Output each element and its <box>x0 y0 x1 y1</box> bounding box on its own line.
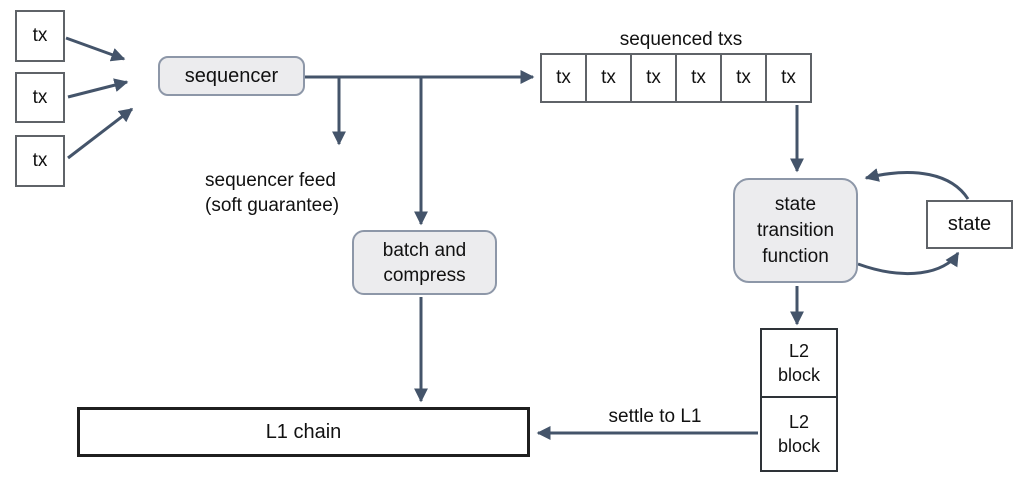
incoming-tx-box-3: tx <box>15 135 65 187</box>
l2-block-line1: L2 <box>788 412 810 432</box>
sequenced-tx-cell: tx <box>720 53 767 103</box>
tx-label: tx <box>32 86 48 108</box>
sequenced-tx-cell: tx <box>585 53 632 103</box>
batch-compress-line1: batch and <box>382 239 467 261</box>
l2-block-line2: block <box>777 365 821 385</box>
l1-chain-node: L1 chain <box>77 407 530 457</box>
l2-block-line1: L2 <box>788 341 810 361</box>
arrow-tx3-to-sequencer <box>67 107 134 160</box>
sequenced-tx-cell: tx <box>675 53 722 103</box>
state-label: state <box>947 213 992 235</box>
settle-to-l1-label: settle to L1 <box>608 406 702 427</box>
state-node: state <box>926 200 1013 249</box>
tx-label: tx <box>32 25 48 46</box>
batch-compress-node: batch and compress <box>352 230 497 295</box>
incoming-tx-box-1: tx <box>15 10 65 62</box>
stf-line3: function <box>762 245 829 267</box>
sequencer-feed-line1: sequencer feed <box>205 170 336 191</box>
l2-block-1: L2 block <box>760 328 838 398</box>
batch-compress-line2: compress <box>383 264 466 286</box>
sequenced-tx-cell: tx <box>765 53 812 103</box>
sequencer-label: sequencer <box>184 64 279 87</box>
stf-line2: transition <box>756 219 835 241</box>
l1-chain-label: L1 chain <box>265 420 342 443</box>
incoming-tx-box-2: tx <box>15 72 65 123</box>
sequenced-txs-title: sequenced txs <box>619 29 743 50</box>
arrow-stf-to-state-curve <box>857 251 960 276</box>
sequenced-tx-cell: tx <box>630 53 677 103</box>
sequenced-tx-cell: tx <box>540 53 587 103</box>
arrow-state-to-stf-curve <box>864 168 970 200</box>
stf-line1: state <box>774 193 817 215</box>
arrow-tx2-to-sequencer <box>67 78 129 99</box>
l2-block-2: L2 block <box>760 396 838 472</box>
sequencer-feed-line2: (soft guarantee) <box>205 195 340 216</box>
l2-block-line2: block <box>777 436 821 456</box>
state-transition-function-node: state transition function <box>733 178 858 283</box>
sequenced-txs-row: tx tx tx tx tx tx <box>540 53 812 103</box>
arrow-tx1-to-sequencer <box>65 36 126 62</box>
tx-label: tx <box>32 150 48 171</box>
sequencer-feed-label: sequencer feed (soft guarantee) <box>205 168 339 218</box>
sequencer-node: sequencer <box>158 56 305 96</box>
